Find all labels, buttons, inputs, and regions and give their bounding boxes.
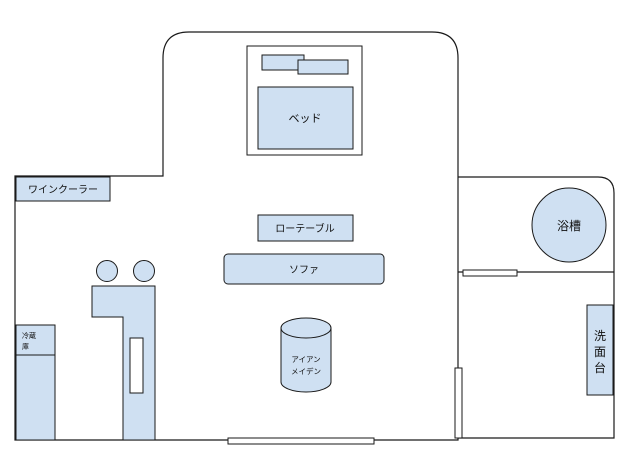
fridge-label-line2: 庫 (22, 342, 29, 351)
fridge-label-line1: 冷蔵 (22, 331, 36, 340)
fridge-top (15, 324, 56, 356)
washbasin-label-3: 台 (594, 360, 606, 375)
bathtub (531, 187, 607, 263)
sofa-label: ソファ (289, 265, 319, 276)
washbasin-label-1: 洗 (594, 329, 606, 343)
pillow-right (297, 59, 349, 75)
sofa (223, 253, 385, 285)
washbasin (586, 304, 614, 396)
bathroom-walls (458, 176, 615, 439)
bed-label: ベッド (289, 112, 322, 125)
wine-cooler (15, 176, 111, 202)
iron-maiden-top (280, 317, 332, 339)
iron-maiden-label-line1: アイアン (291, 355, 320, 364)
washbasin-label-2: 面 (594, 345, 606, 359)
kitchen-counter (91, 285, 156, 441)
iron-maiden-label-line2: メイデン (291, 366, 321, 376)
entrance-door (227, 437, 375, 445)
bed (257, 86, 354, 150)
bathroom-door (454, 367, 463, 439)
wine-cooler-label: ワインクーラー (28, 184, 98, 196)
low-table-label: ローテーブル (275, 222, 334, 235)
bath-inner-door (462, 269, 518, 277)
low-table (257, 214, 354, 242)
bar-stool-left (96, 260, 118, 282)
bar-stool-right (133, 260, 155, 282)
bathtub-label: 浴槽 (557, 219, 581, 233)
main-room-walls (14, 31, 459, 441)
fridge-body (15, 354, 56, 441)
iron-maiden (280, 328, 332, 393)
sink (129, 337, 144, 394)
